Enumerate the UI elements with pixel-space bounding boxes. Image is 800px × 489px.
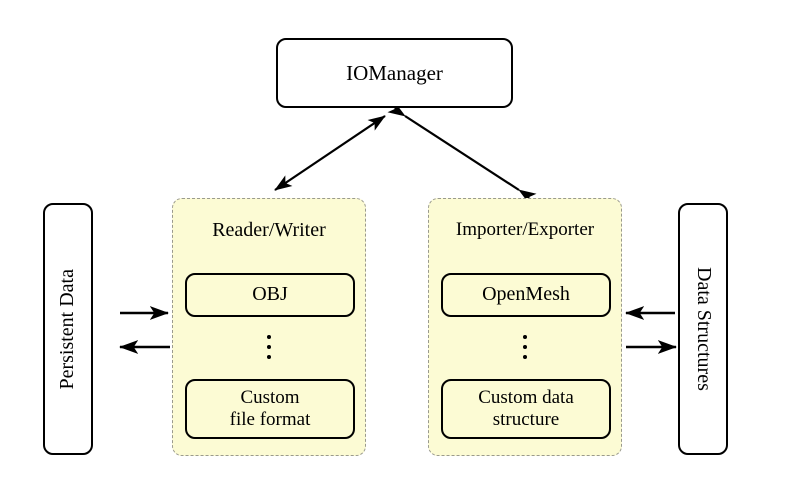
- custom-file-format-label: Custom file format: [230, 387, 311, 432]
- panel-reader-writer[interactable]: Reader/Writer OBJ Custom file format: [172, 198, 366, 456]
- ellipsis-dot: [523, 345, 527, 349]
- custom-data-structure-label: Custom data structure: [478, 387, 574, 432]
- panel-importer-exporter-title: Importer/Exporter: [455, 219, 595, 240]
- ellipsis-dot: [267, 345, 271, 349]
- custom-file-format-line2: file format: [229, 409, 311, 430]
- node-obj[interactable]: OBJ: [185, 273, 355, 317]
- iomanager-label: IOManager: [346, 60, 443, 85]
- openmesh-label: OpenMesh: [482, 283, 570, 306]
- custom-data-structure-line2: structure: [492, 409, 560, 430]
- ellipsis-dot: [267, 335, 271, 339]
- data-structures-label: Data Structures: [692, 267, 715, 391]
- node-iomanager[interactable]: IOManager: [276, 38, 513, 108]
- obj-label: OBJ: [252, 283, 288, 306]
- edge-manager-importer-exporter: [387, 101, 537, 205]
- ellipsis-dot: [523, 355, 527, 359]
- panel-importer-exporter[interactable]: Importer/Exporter OpenMesh Custom data s…: [428, 198, 622, 456]
- node-custom-file-format[interactable]: Custom file format: [185, 379, 355, 439]
- reader-writer-ellipsis: [173, 329, 365, 365]
- persistent-data-label: Persistent Data: [56, 268, 79, 390]
- node-persistent-data[interactable]: Persistent Data: [43, 203, 93, 455]
- edge-manager-reader-writer: [274, 115, 386, 191]
- importer-exporter-ellipsis: [429, 329, 621, 365]
- custom-data-structure-line1: Custom data: [478, 386, 574, 408]
- ellipsis-dot: [267, 355, 271, 359]
- ellipsis-dot: [523, 335, 527, 339]
- custom-file-format-line1: Custom: [240, 386, 300, 408]
- node-custom-data-structure[interactable]: Custom data structure: [441, 379, 611, 439]
- node-data-structures[interactable]: Data Structures: [678, 203, 728, 455]
- panel-reader-writer-title: Reader/Writer: [212, 219, 326, 241]
- node-openmesh[interactable]: OpenMesh: [441, 273, 611, 317]
